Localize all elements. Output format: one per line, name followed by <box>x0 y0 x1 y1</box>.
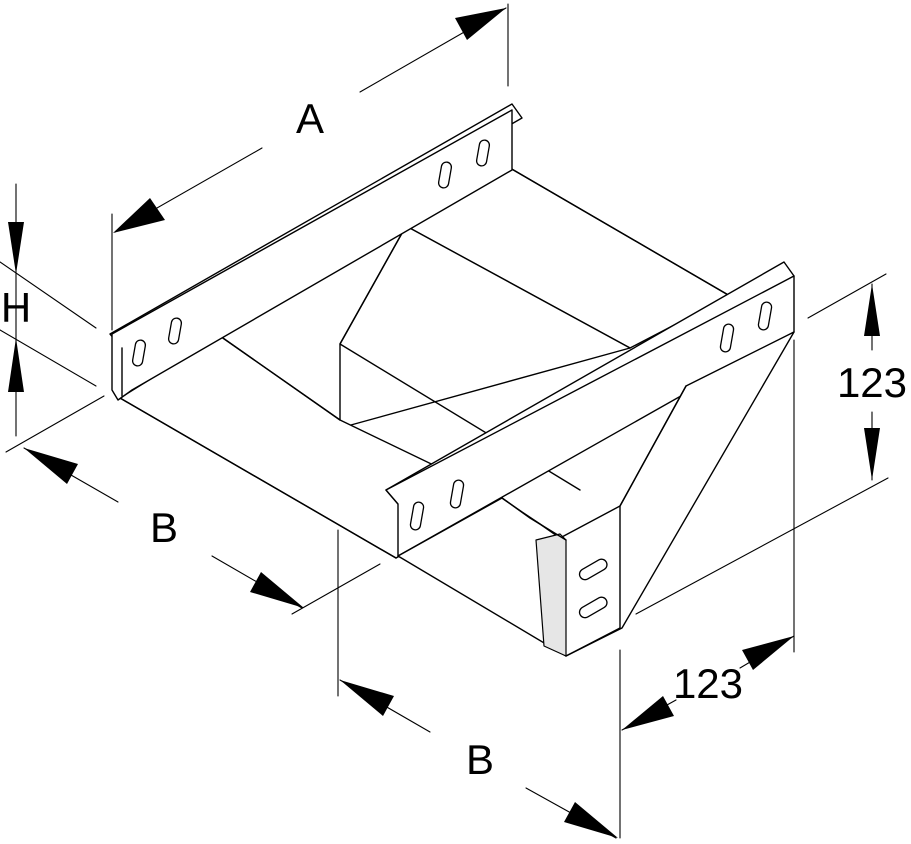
extension-line-123v-bottom <box>635 477 889 615</box>
rail-slot <box>449 479 465 509</box>
arrowhead-123h-right <box>742 636 794 670</box>
dimension-label-b1: B <box>150 504 178 551</box>
arrowhead-123v-top <box>864 284 880 336</box>
dimension-label-b2: B <box>466 736 494 783</box>
rail-slot <box>409 501 425 531</box>
dimension-b-inlet: B <box>5 395 381 615</box>
arrowhead-123h-left <box>622 696 674 730</box>
rail-slot <box>437 161 453 189</box>
arrowhead-h-bottom <box>8 338 24 392</box>
outlet-slot <box>578 558 608 581</box>
dimension-label-h: H <box>1 284 31 331</box>
arrowhead-a-left <box>113 198 165 233</box>
outlet-flange-edge <box>501 497 567 541</box>
rail-slot <box>167 317 183 345</box>
tray-body <box>109 103 795 657</box>
right-rail-wall <box>385 275 795 557</box>
dimension-label-a: A <box>296 95 324 142</box>
arrowhead-a-right <box>455 8 506 40</box>
arrowhead-b1-right <box>250 572 304 608</box>
dimension-label-123-vertical: 123 <box>837 359 907 406</box>
rail-slot <box>757 301 773 331</box>
dimension-label-123-horizontal: 123 <box>673 660 743 707</box>
arrowhead-b2-left <box>340 680 394 716</box>
dimension-123-vertical: 123 <box>635 273 907 615</box>
arrowhead-b1-left <box>24 448 78 484</box>
arrowhead-b2-right <box>564 802 618 838</box>
floor-back-edge <box>219 335 341 421</box>
floor-front-edge <box>119 397 397 559</box>
dimension-a: A <box>111 3 509 331</box>
extension-line-b1-right <box>291 563 381 615</box>
dimension-123-horizontal: 123 <box>621 339 795 731</box>
arrowhead-h-top <box>8 222 24 274</box>
extension-line-123v-top <box>807 273 887 319</box>
extension-line-b1-left <box>5 395 105 453</box>
outlet-bottom-edge <box>565 627 621 657</box>
left-rail-wall <box>111 109 513 401</box>
rail-slot <box>475 139 491 167</box>
arrowhead-123v-bottom <box>864 428 880 480</box>
outlet-slot <box>578 596 608 619</box>
inner-top-edge <box>509 167 731 297</box>
outlet-flange <box>535 533 567 657</box>
rail-slot <box>719 323 735 353</box>
dimension-h: H <box>0 183 97 437</box>
rail-slot <box>131 339 147 367</box>
outlet-wall-bend <box>619 385 687 629</box>
dimension-b-outlet: B <box>337 529 621 839</box>
